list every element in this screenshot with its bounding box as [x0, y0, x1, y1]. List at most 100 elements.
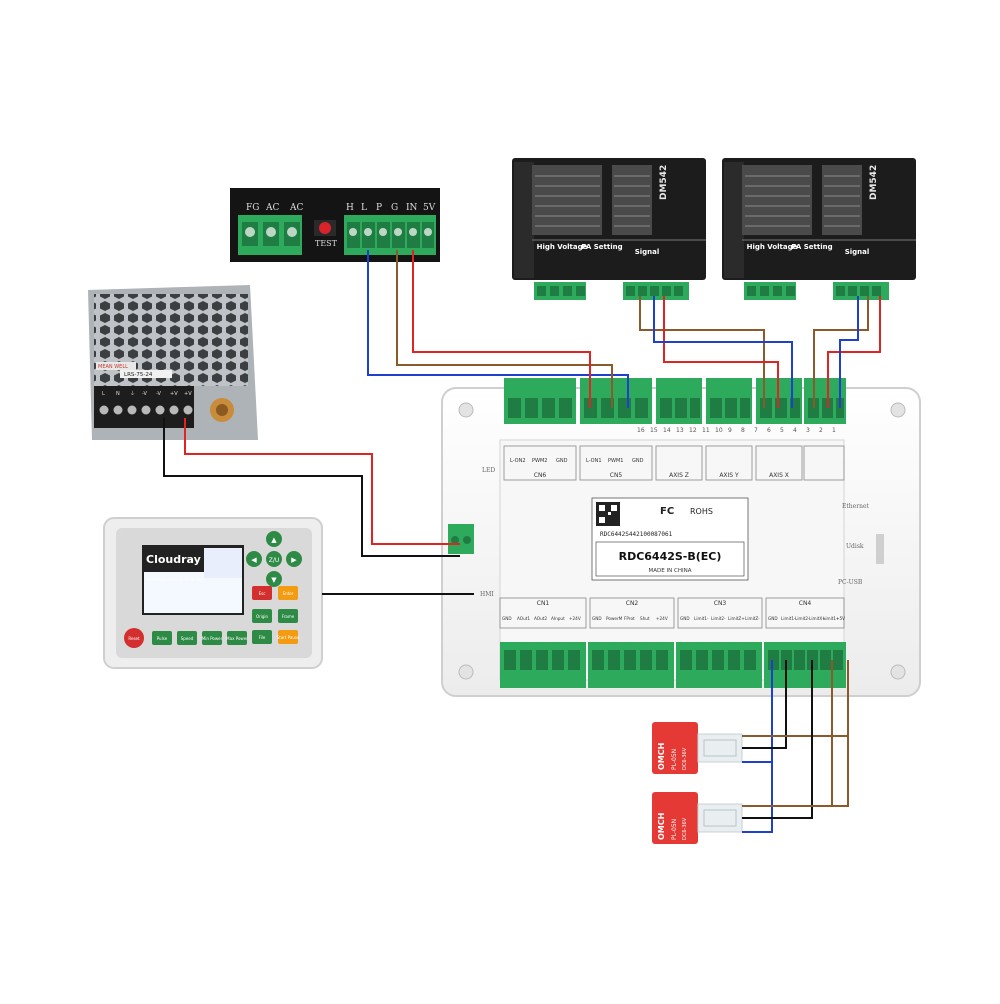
start-pause-button-label: Start Pause	[277, 635, 300, 640]
switch-body	[652, 792, 698, 844]
wire-red-psu	[184, 418, 460, 545]
nav-left-button[interactable]	[246, 551, 262, 567]
wire-blue-driver2	[839, 296, 859, 408]
pin-number: 6	[767, 427, 771, 434]
wire-brown-driver1	[639, 296, 765, 408]
wire-black-psu	[163, 418, 460, 557]
cn2-pin-label: FProt	[624, 616, 635, 621]
cn4-pin-label: GND	[768, 616, 778, 621]
connector-label-cn4: CN4	[799, 600, 812, 607]
main-controller: 16 15 14 13 12 11 10 9 8 7 6 5 4 3 2 1 L…	[441, 378, 921, 697]
cn5-pin-label: L-ON1	[586, 458, 602, 464]
pin-number: 15	[650, 427, 658, 434]
enter-button[interactable]	[278, 586, 298, 600]
lps-terminal-label: G	[391, 203, 398, 213]
switch-model: PL-05N	[671, 749, 678, 770]
cn4-pin-label: Limit2-	[795, 616, 810, 621]
psu-terminal-label: -V	[156, 391, 162, 397]
arrow-up-icon: ▲	[271, 536, 277, 544]
connector-label-axis-y: AXIS Y	[719, 472, 739, 479]
test-button[interactable]	[319, 222, 331, 234]
esc-button-label: Esc	[259, 591, 266, 596]
cn2-pin-label: PowerM	[606, 616, 623, 621]
lps-terminal-label: IN	[406, 203, 418, 213]
wire-black-limit2	[742, 660, 813, 819]
speed-button[interactable]	[177, 631, 197, 645]
driver-section-label: High Voltage	[747, 243, 798, 251]
start-pause-button[interactable]	[278, 630, 298, 644]
reset-button[interactable]	[124, 628, 144, 648]
nav-right-button[interactable]	[286, 551, 302, 567]
pin-number: 3	[806, 427, 810, 434]
cn5-pin-label: PWM1	[608, 458, 623, 464]
lps-terminal-label: H	[346, 203, 354, 213]
lps-terminal-label: FG	[246, 203, 259, 213]
pin-number: 4	[793, 427, 797, 434]
switch-sensor-head	[697, 803, 743, 833]
psu-terminal-label: ⏚	[130, 390, 135, 397]
cn4-pin-label: Limit1+	[823, 616, 840, 621]
laser-power-supply: FG AC AC TEST H L P G IN 5V	[230, 188, 440, 262]
led-label: LED	[482, 467, 495, 474]
connector-label-cn6: CN6	[534, 472, 547, 479]
wire-brown-lps	[396, 250, 613, 408]
cn5-pin-label: GND	[632, 458, 644, 464]
min-power-button-label: Min Power	[202, 636, 223, 641]
enter-button-label: Enter	[283, 591, 294, 596]
control-panel: Cloudray service@cloudray-laser.com Z/U …	[103, 517, 323, 669]
esc-button[interactable]	[252, 586, 272, 600]
cn6-pin-label: L-ON2	[510, 458, 526, 464]
fc-mark: FC	[660, 506, 674, 517]
lps-terminal-label: L	[361, 203, 367, 213]
ethernet-label: Ethernet	[842, 503, 869, 510]
cn3-pin-label: LimitZ-	[745, 616, 760, 621]
file-button-label: File	[259, 635, 266, 640]
driver-section-label: PA Setting	[581, 243, 622, 251]
max-power-button[interactable]	[227, 631, 247, 645]
stepper-driver-1: DM542 High Voltage PA Setting Signal	[512, 158, 706, 300]
cn2-pin-label: Shut	[640, 616, 650, 621]
cn1-pin-label: GND	[502, 616, 512, 621]
lps-terminal-label: P	[376, 203, 382, 213]
serial-number: RDC6442S442100087061	[600, 531, 673, 538]
psu-brand: MEAN WELL	[98, 364, 128, 370]
usb-port[interactable]	[876, 534, 884, 564]
limit-switch-2: OMCH PL-05N DC6-36V	[652, 792, 743, 844]
pin-number: 16	[637, 427, 645, 434]
min-power-button[interactable]	[202, 631, 222, 645]
wire-black-limit1	[742, 660, 787, 749]
connector-label-cn2: CN2	[626, 600, 639, 607]
udisk-label: Udisk	[846, 543, 864, 550]
origin-button[interactable]	[252, 609, 272, 623]
nav-down-button[interactable]	[266, 571, 282, 587]
pulse-button[interactable]	[152, 631, 172, 645]
cn3-pin-label: GND	[680, 616, 690, 621]
arrow-down-icon: ▼	[271, 576, 277, 584]
cn4-pin-label: LimitX+	[809, 616, 826, 621]
made-in-label: MADE IN CHINA	[649, 568, 692, 574]
pin-number: 7	[754, 427, 758, 434]
cn1-pin-label: AInput	[551, 616, 565, 621]
nav-top-button[interactable]	[266, 531, 282, 547]
frame-button[interactable]	[278, 609, 298, 623]
switch-body	[652, 722, 698, 774]
cn2-pin-label: GND	[592, 616, 602, 621]
cn6-pin-label: GND	[556, 458, 568, 464]
nav-up-button[interactable]	[266, 551, 282, 567]
pin-number: 8	[741, 427, 745, 434]
cn1-pin-label: AOut1	[517, 616, 530, 621]
connector-label-axis-z: AXIS Z	[669, 472, 689, 479]
cn1-pin-label: +24V	[569, 616, 581, 621]
pulse-button-label: Pulse	[157, 636, 168, 641]
psu-terminal-label: L	[102, 391, 105, 397]
switch-brand: OMCH	[657, 813, 666, 840]
psu-terminal-label: -V	[142, 391, 148, 397]
file-button[interactable]	[252, 630, 272, 644]
lps-terminal-label: AC	[265, 203, 279, 213]
stepper-driver-2: DM542 High Voltage PA Setting Signal	[722, 158, 916, 300]
wire-brown-driver2	[813, 296, 869, 408]
hmi-label: HMI	[480, 591, 494, 598]
pin-number: 10	[715, 427, 723, 434]
